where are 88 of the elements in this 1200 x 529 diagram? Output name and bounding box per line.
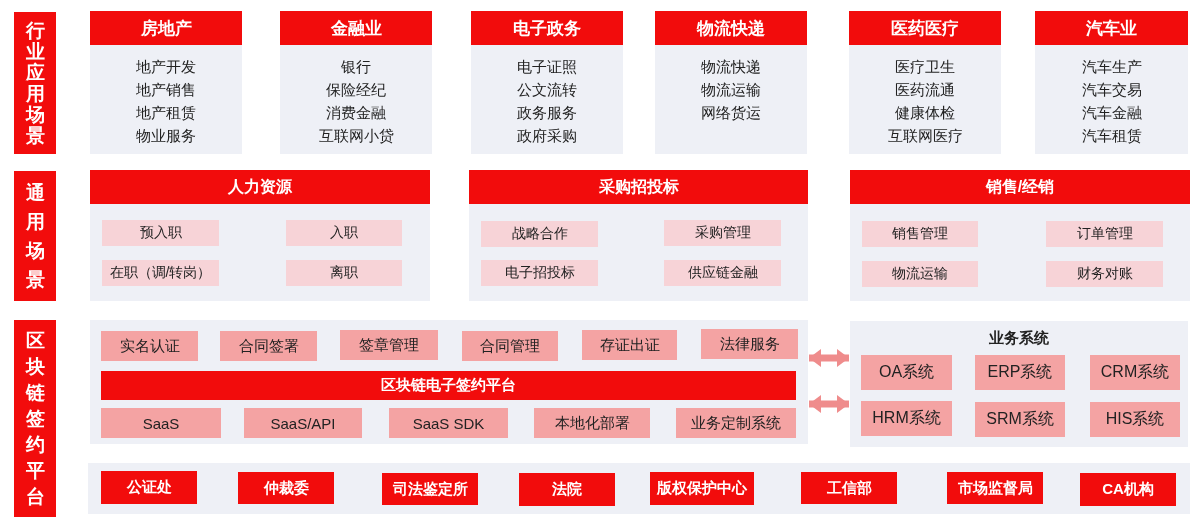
scenario-tag: 销售管理 (862, 221, 978, 247)
card-header: 房地产 (90, 11, 242, 45)
institution-box: 司法鉴定所 (382, 473, 478, 505)
layer-label: 区块链签约平台 (14, 320, 56, 517)
feature-module: SaaS (101, 408, 221, 438)
list-item: 银行 (341, 57, 371, 77)
list-item: 互联网小贷 (318, 126, 394, 146)
institution-box: CA机构 (1080, 473, 1176, 506)
feature-module: 签章管理 (340, 330, 438, 360)
list-item: 政府采购 (517, 126, 577, 146)
scenario-panel (90, 170, 430, 301)
list-item: 物流运输 (701, 80, 761, 100)
industry-card (90, 11, 242, 154)
list-item: 地产租赁 (136, 103, 196, 123)
feature-module: 法律服务 (701, 329, 798, 359)
double-arrow (809, 395, 849, 413)
list-item: 物业服务 (136, 126, 196, 146)
list-item: 网络货运 (701, 103, 761, 123)
list-item: 地产开发 (136, 57, 196, 77)
scenario-tag: 离职 (286, 260, 402, 286)
industry-card (471, 11, 623, 154)
scenario-tag: 订单管理 (1046, 221, 1163, 247)
feature-module: 合同管理 (462, 331, 558, 361)
system-module: CRM系统 (1090, 355, 1180, 390)
layer-label: 通用场景 (14, 171, 56, 301)
list-item: 汽车交易 (1081, 80, 1142, 100)
list-item: 健康体检 (895, 103, 955, 123)
scenario-tag: 预入职 (102, 220, 219, 246)
system-module: SRM系统 (975, 402, 1065, 437)
institution-box: 版权保护中心 (650, 472, 754, 505)
industry-card (280, 11, 432, 154)
feature-module: 实名认证 (101, 331, 198, 361)
institution-box: 市场监督局 (947, 472, 1043, 504)
scenario-tag: 供应链金融 (664, 260, 781, 286)
list-item: 物流快递 (701, 57, 761, 77)
platform-bar: 区块链电子签约平台 (101, 371, 796, 400)
layer-label: 行业应用场景 (14, 12, 56, 154)
list-item: 汽车租赁 (1081, 126, 1142, 146)
feature-module: 合同签署 (220, 331, 317, 361)
panel-header: 采购招投标 (469, 170, 808, 204)
feature-module: SaaS/API (244, 408, 362, 438)
list-item: 消费金融 (326, 103, 386, 123)
panel-header: 人力资源 (90, 170, 430, 204)
institution-box: 法院 (519, 473, 615, 506)
list-item: 汽车生产 (1081, 57, 1142, 77)
card-header: 汽车业 (1035, 11, 1188, 45)
card-header: 物流快递 (655, 11, 807, 45)
system-module: OA系统 (861, 355, 952, 390)
scenario-tag: 财务对账 (1046, 261, 1163, 287)
institution-panel (88, 463, 1190, 514)
list-item: 汽车金融 (1081, 103, 1142, 123)
industry-card (1035, 11, 1188, 154)
system-module: HRM系统 (861, 401, 952, 436)
scenario-tag: 战略合作 (481, 221, 598, 247)
scenario-panel (850, 170, 1190, 301)
feature-module: 业务定制系统 (676, 408, 796, 438)
list-item: 地产销售 (136, 80, 196, 100)
scenario-tag: 电子招投标 (481, 260, 598, 286)
list-item: 政务服务 (517, 103, 577, 123)
scenario-panel (469, 170, 808, 301)
list-item: 公文流转 (517, 80, 577, 100)
feature-module: 本地化部署 (534, 408, 650, 438)
system-panel (850, 321, 1188, 447)
double-arrow (809, 349, 849, 367)
list-item: 医疗卫生 (895, 57, 955, 77)
institution-box: 工信部 (801, 472, 897, 504)
institution-box: 仲裁委 (238, 472, 334, 504)
industry-card (849, 11, 1001, 154)
scenario-tag: 入职 (286, 220, 402, 246)
list-item: 互联网医疗 (887, 126, 963, 146)
system-module: ERP系统 (975, 355, 1065, 390)
industry-card (655, 11, 807, 154)
feature-module: SaaS SDK (389, 408, 508, 438)
scenario-tag: 在职（调/转岗） (102, 260, 219, 286)
card-header: 金融业 (280, 11, 432, 45)
institution-box: 公证处 (101, 471, 197, 504)
list-item: 保险经纪 (326, 80, 386, 100)
system-module: HIS系统 (1090, 402, 1180, 437)
panel-header: 销售/经销 (850, 170, 1190, 204)
card-header: 医药医疗 (849, 11, 1001, 45)
scenario-tag: 采购管理 (664, 220, 781, 246)
panel-title: 业务系统 (988, 329, 1050, 348)
list-item: 医药流通 (895, 80, 955, 100)
list-item: 电子证照 (517, 57, 577, 77)
card-header: 电子政务 (471, 11, 623, 45)
feature-module: 存证出证 (582, 330, 677, 360)
platform-panel (90, 320, 808, 444)
scenario-tag: 物流运输 (862, 261, 978, 287)
